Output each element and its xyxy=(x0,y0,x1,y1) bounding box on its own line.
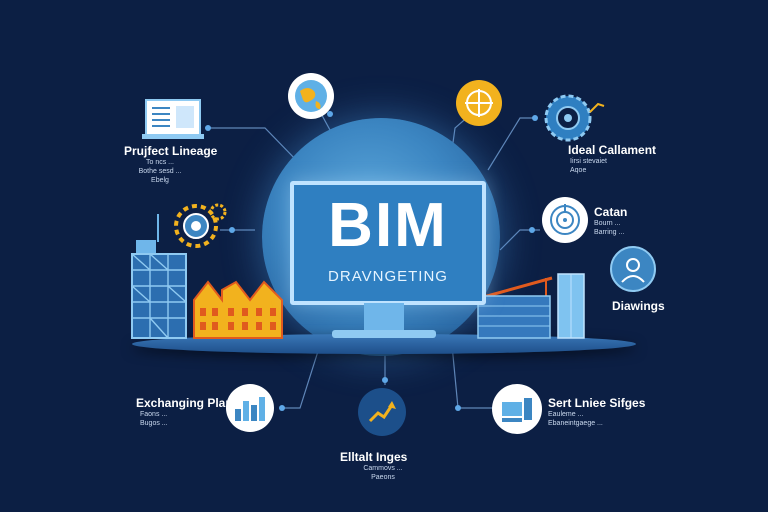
sert-lniee-desc: Eauleme ... Ebaneintgaege ... xyxy=(548,411,603,427)
monitor-stand xyxy=(364,303,404,331)
catan-desc: Bourn ... Barring ... xyxy=(594,220,625,236)
ideal-collament-desc: Iirsi stevaiet Aqoe xyxy=(570,158,607,174)
eltal-inges-label: Elltalt Inges xyxy=(340,450,408,464)
gear-icon xyxy=(544,94,605,142)
drawings-label: Diawings xyxy=(612,299,665,313)
person-icon xyxy=(610,246,656,292)
trend-icon xyxy=(358,388,406,436)
target-icon xyxy=(542,197,588,243)
tower-building-icon xyxy=(131,214,187,339)
exchanging-plans-label: Exchanging Plaps xyxy=(136,396,240,410)
catan-label: Catan xyxy=(594,205,628,219)
chart-icon xyxy=(226,384,274,432)
document-icon xyxy=(142,99,204,139)
project-lineage-desc: To ncs ... Bothe sesd ... Ebelg xyxy=(138,159,182,184)
globe-icon xyxy=(288,73,334,119)
exchanging-plans-desc: Faons ... Bugos ... xyxy=(140,411,168,427)
monitor-base xyxy=(332,330,436,338)
project-lineage-label: Prujfect Lineage xyxy=(124,144,218,158)
sert-lniee-label: Sert Lniee Sifges xyxy=(548,396,646,410)
gears-icon xyxy=(174,203,227,248)
bim-subtitle: DRAVNGETING xyxy=(328,268,448,285)
crane-building-icon xyxy=(477,273,585,339)
compass-icon xyxy=(456,80,502,126)
yellow-building-icon xyxy=(193,280,283,339)
bim-title: BIM xyxy=(328,191,448,260)
ideal-collament-label: Ideal Callament xyxy=(568,143,657,157)
building-icon xyxy=(492,384,542,434)
eltal-inges-desc: Cammovs ... Paeons xyxy=(363,465,403,481)
